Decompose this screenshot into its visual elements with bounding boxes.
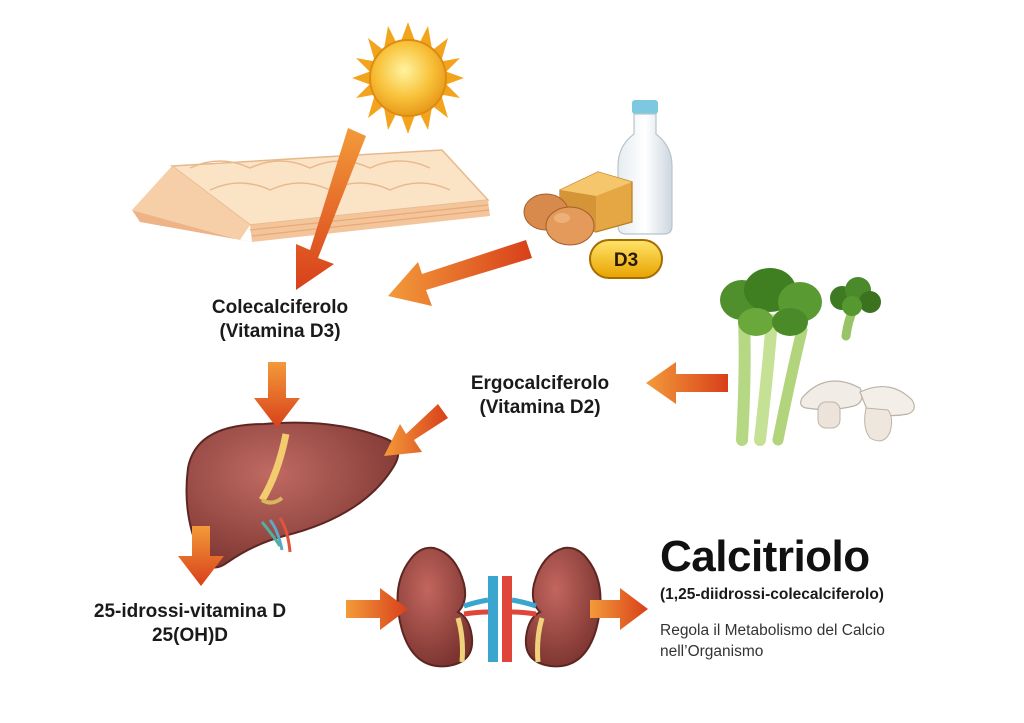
eggs-icon bbox=[523, 193, 595, 246]
hydroxy-vitamin-d-name: 25-idrossi-vitamina D bbox=[93, 601, 287, 622]
arrow-sun-to-d3 bbox=[296, 128, 366, 290]
arrow-liver-to-25ohd bbox=[178, 526, 224, 586]
skin-layers-icon bbox=[132, 149, 490, 242]
arrow-d3-to-liver bbox=[254, 362, 300, 428]
cholecalciferol-name: Colecalciferolo bbox=[211, 297, 349, 318]
capsule-label: D3 bbox=[614, 250, 638, 271]
arrow-food-to-d3 bbox=[388, 240, 532, 306]
hydroxy-vitamin-d-label: 25-idrossi-vitamina D 25(OH)D bbox=[70, 600, 310, 648]
arrow-kidneys-to-calcitriol bbox=[590, 588, 648, 630]
vitamin-d3-name: (Vitamina D3) bbox=[219, 320, 341, 342]
ergocalciferol-label: Ergocalciferolo (Vitamina D2) bbox=[440, 372, 640, 420]
calcitriol-subtitle: (1,25-diidrossi-colecalciferolo) bbox=[660, 586, 884, 603]
vitamin-d2-name: (Vitamina D2) bbox=[479, 396, 601, 418]
kidneys-icon bbox=[396, 546, 602, 668]
cholecalciferol-label: Colecalciferolo (Vitamina D3) bbox=[180, 296, 380, 344]
arrow-d2-to-liver bbox=[384, 404, 448, 456]
hydroxy-vitamin-d-formula: 25(OH)D bbox=[151, 624, 228, 646]
mushroom-icon bbox=[800, 380, 915, 442]
celery-icon bbox=[720, 268, 822, 446]
ergocalciferol-name: Ergocalciferolo bbox=[470, 373, 610, 394]
calcitriol-desc-line2: nell’Organismo bbox=[660, 642, 764, 660]
arrow-plants-to-d2 bbox=[646, 362, 728, 404]
calcitriol-desc-line1: Regola il Metabolismo del Calcio bbox=[660, 622, 885, 639]
calcitriol-title: Calcitriolo bbox=[660, 532, 870, 581]
capsule-icon: D3 bbox=[589, 239, 663, 279]
liver-icon bbox=[185, 421, 400, 569]
broccoli-icon bbox=[830, 277, 881, 341]
calcitriol-description: Regola il Metabolismo del Calcio nell’Or… bbox=[660, 621, 1000, 663]
arrow-25ohd-to-kidneys bbox=[346, 588, 408, 630]
sun-icon bbox=[352, 22, 464, 134]
